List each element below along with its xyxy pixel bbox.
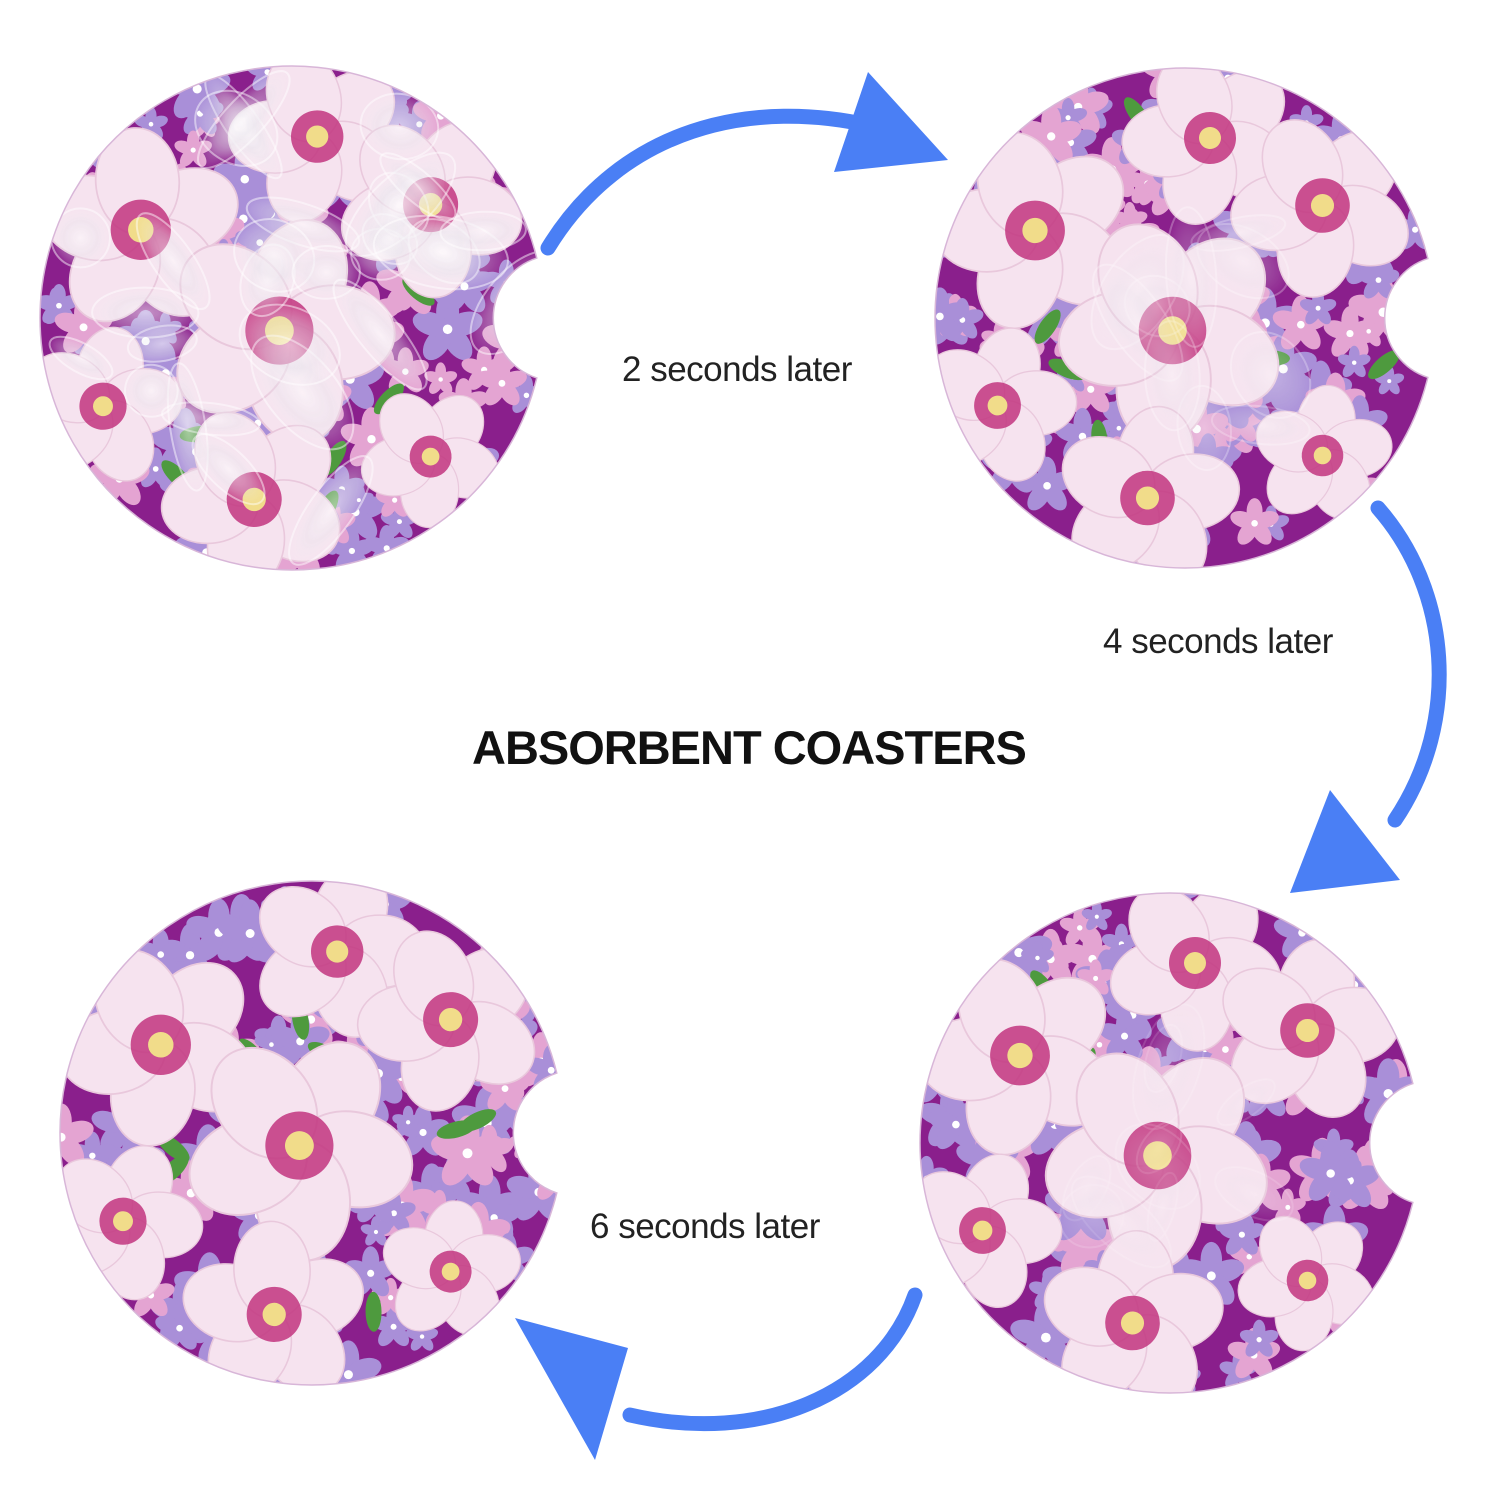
small-flower-icon [1021,940,1054,973]
small-flower-icon [424,362,458,394]
curved-arrow-icon [540,72,948,256]
coaster-2-seconds [934,67,1429,569]
small-flower-icon [412,292,483,361]
coaster-4-seconds [919,892,1414,1394]
flower-icon [360,393,500,529]
leaf-icon [436,1120,476,1139]
page-title: ABSORBENT COASTERS [472,721,1027,774]
small-flower-icon [431,1115,504,1186]
flower-icon [1121,68,1290,225]
flower-icon [1230,119,1409,298]
water-splash-icon [1058,1003,1294,1269]
small-flower-icon [1299,1141,1362,1201]
step-label-6s: 6 seconds later [590,1207,820,1246]
coaster-wet [39,65,538,571]
small-flower-icon [1239,1319,1279,1357]
leaf-icon [1034,309,1061,344]
small-flower-icon [935,287,968,342]
small-flower-icon [508,278,537,338]
step-label-4s: 4 seconds later [1103,622,1333,661]
flower-icon [1043,1229,1224,1394]
small-flower-icon [1384,1108,1413,1164]
small-flower-icon [1098,1009,1151,1059]
flower-icon [182,1220,365,1385]
flower-icon [1061,405,1241,569]
flower-icon [920,958,1112,1156]
leaf-icon [1368,350,1400,380]
flower-icon [1222,938,1401,1119]
curved-arrow-icon [1290,500,1447,893]
small-flower-icon [392,1105,424,1137]
small-flower-icon [1389,306,1428,348]
small-flower-icon [1299,289,1337,325]
leaf-icon [365,1291,382,1332]
small-flower-icon [1081,901,1112,931]
small-flower-icon [60,1103,94,1166]
step-label-2s: 2 seconds later [622,350,852,389]
small-flower-icon [1351,313,1386,347]
small-flower-icon [1230,498,1279,545]
water-splash-icon [1090,206,1312,471]
water-splash-icon [48,70,537,566]
coaster-6-seconds [59,880,558,1386]
flower-icon [1237,1215,1375,1352]
curved-arrow-icon [515,1287,923,1460]
flower-icon [60,949,256,1147]
small-flower-icon [329,527,375,571]
small-flower-icon [1337,345,1371,378]
flower-icon [935,131,1125,330]
flower-icon [382,1200,521,1337]
small-flower-icon [516,1130,550,1163]
